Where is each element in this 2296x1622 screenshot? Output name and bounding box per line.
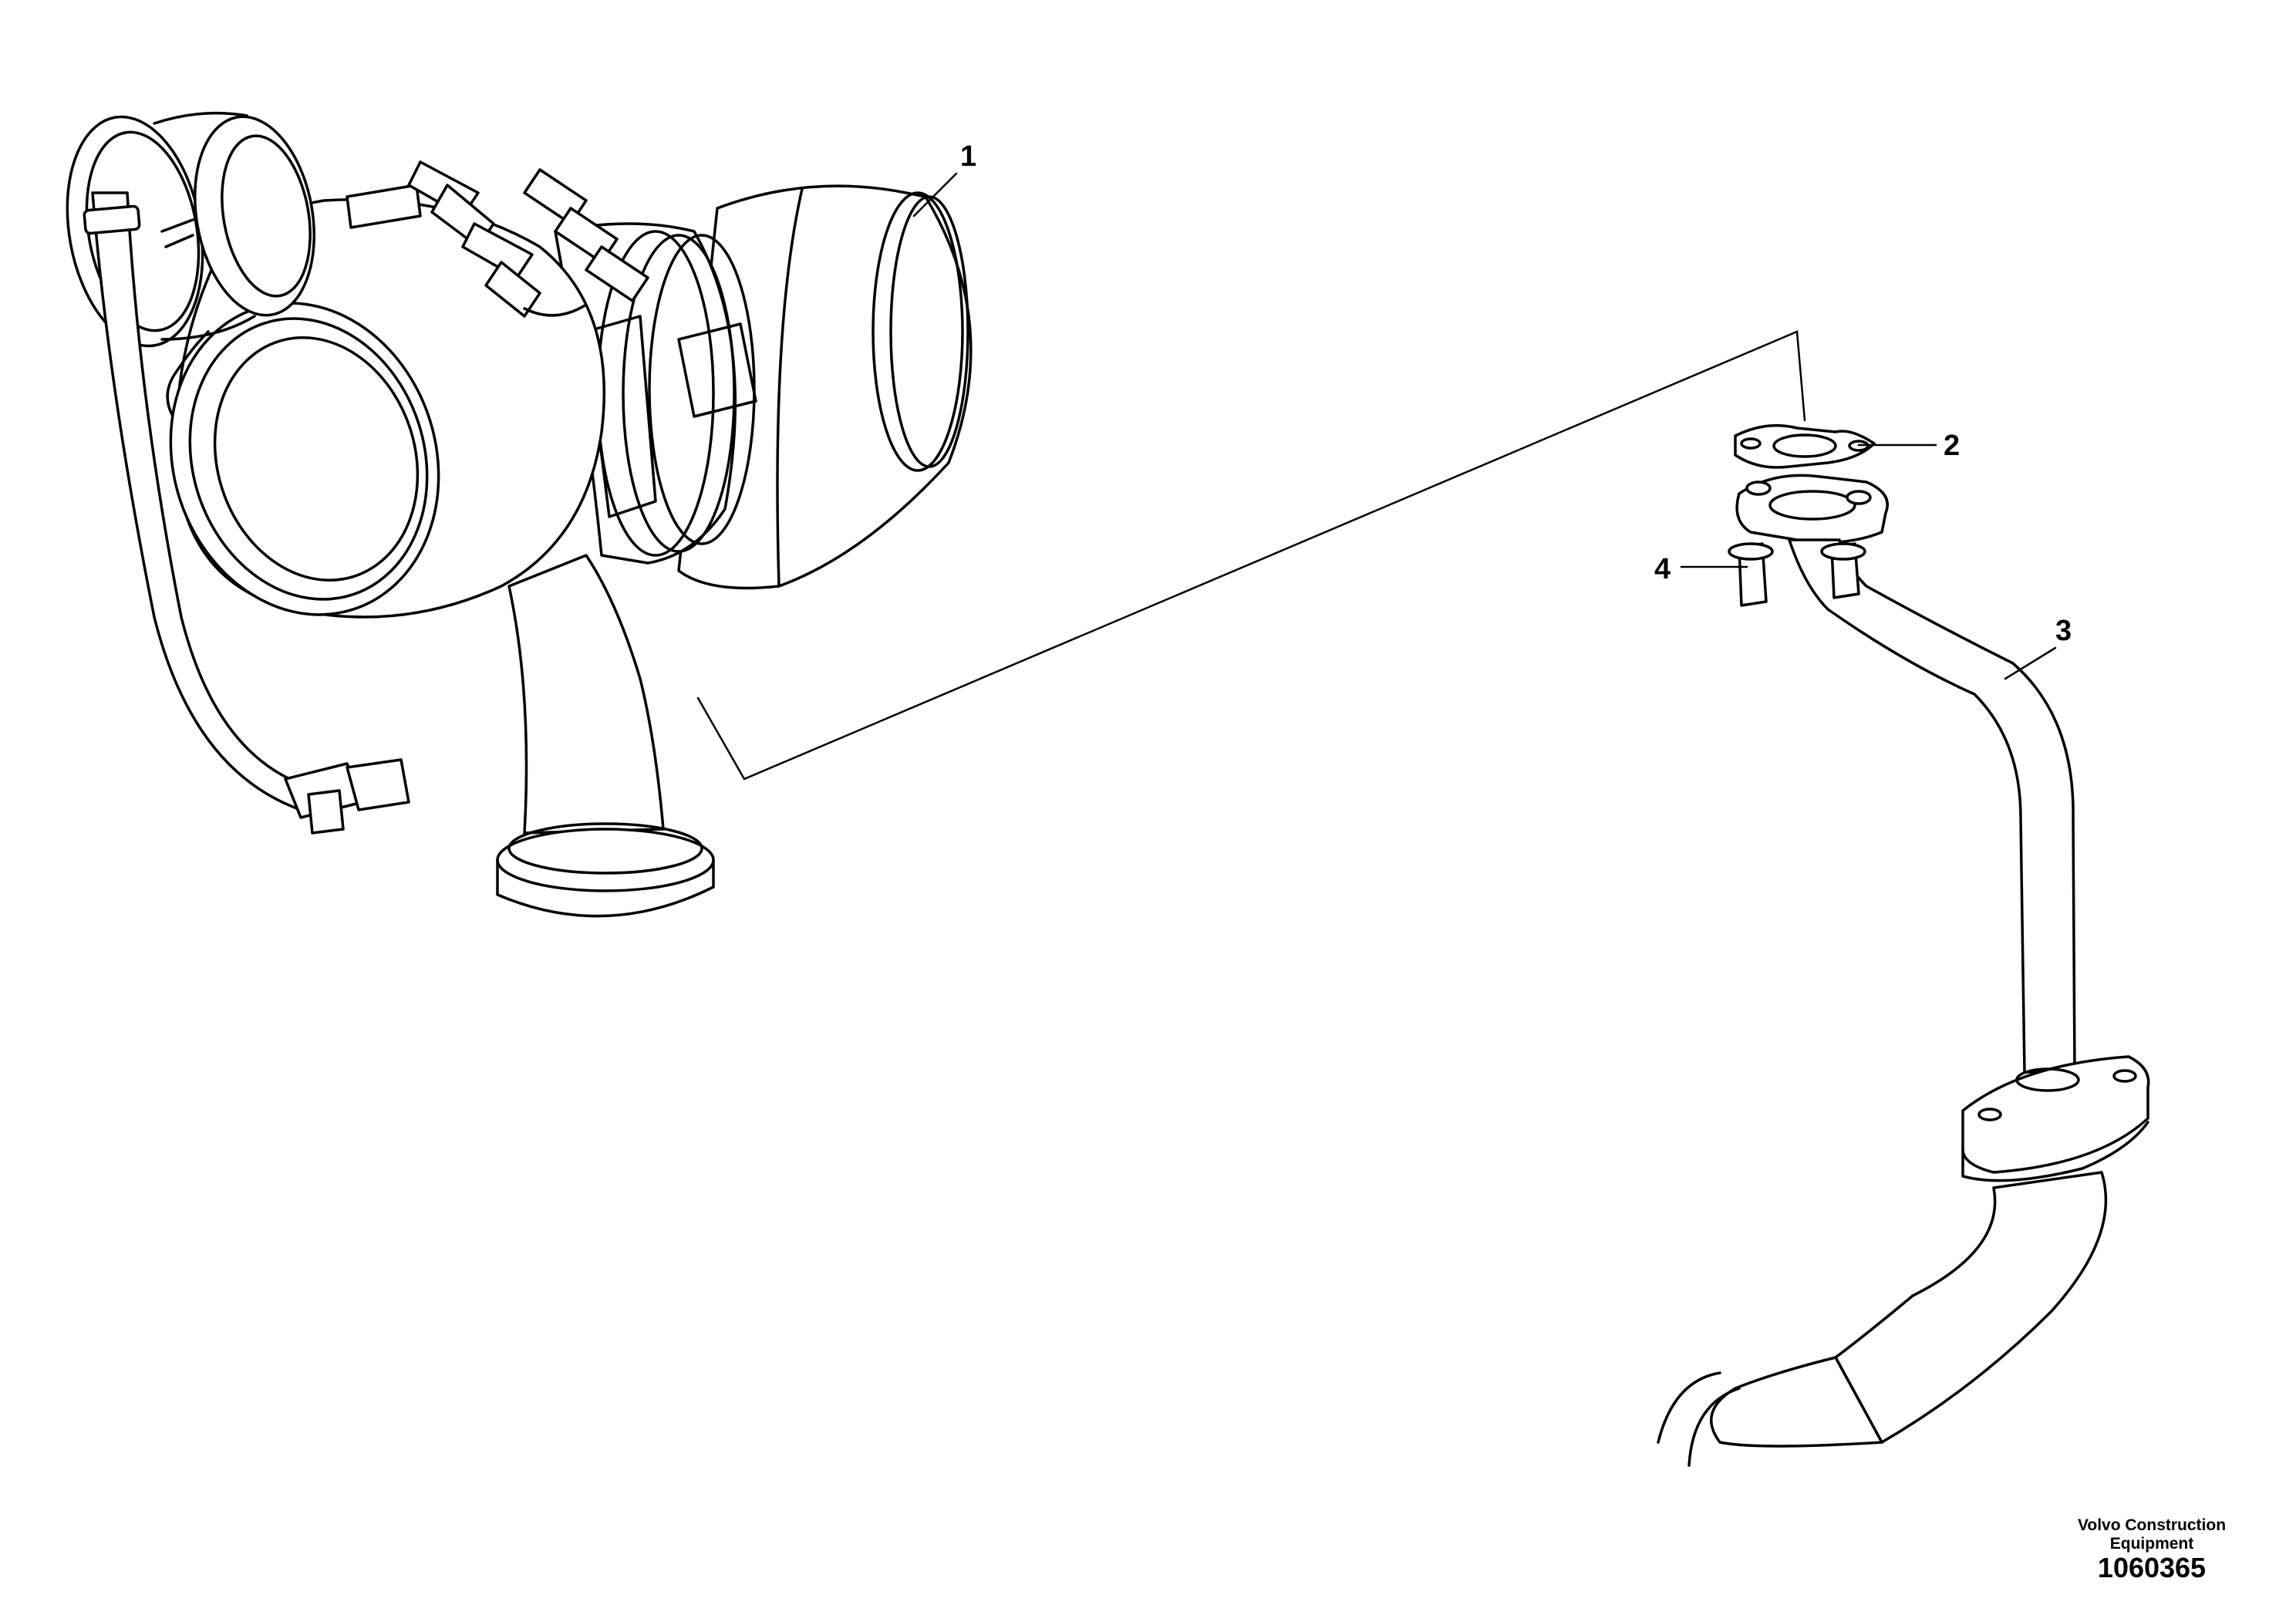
svg-text:1: 1 [960,140,976,173]
svg-text:4: 4 [1654,553,1671,585]
callout-4: 4 [1654,553,1748,585]
callout-3: 3 [2004,615,2072,680]
svg-text:3: 3 [2055,615,2072,647]
svg-text:2: 2 [1944,430,1960,462]
document-number: 1060365 [2097,1552,2207,1583]
company-name: Volvo Construction Equipment [2077,1516,2227,1553]
assembly-line [696,330,1806,781]
oil-pipe-illustration [1657,474,2150,1467]
callout-2: 2 [1857,430,1960,462]
callout-1: 1 [912,140,976,218]
gasket-illustration [1734,423,1876,469]
bolt-illustration [1728,542,1866,607]
turbocharger-illustration [66,111,973,918]
